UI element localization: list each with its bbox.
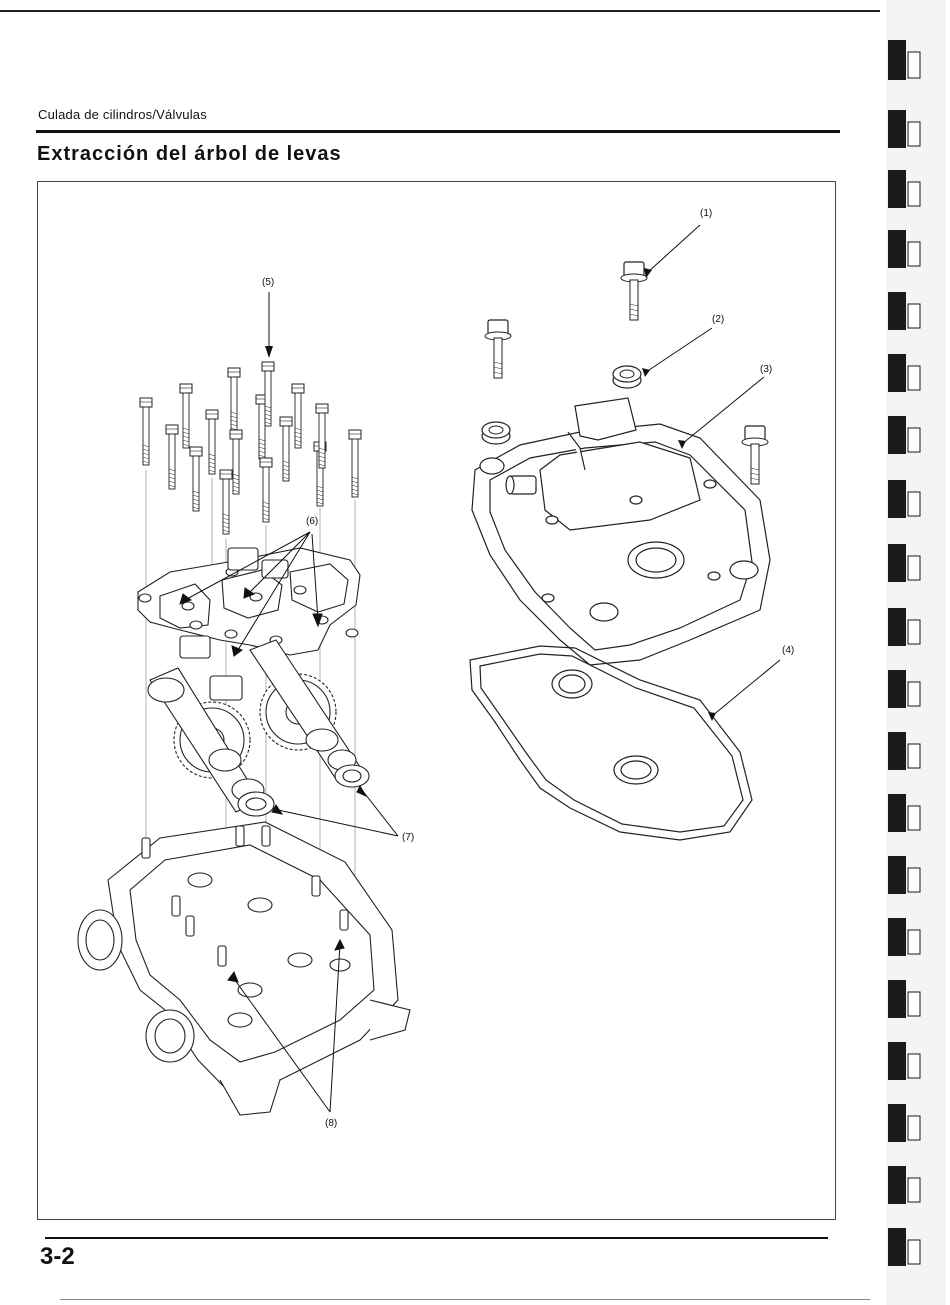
callout-5: (5) — [262, 277, 274, 288]
callout-1: (1) — [700, 208, 712, 219]
callout-arrows-7 — [272, 786, 398, 836]
callout-4: (4) — [782, 645, 794, 656]
callout-6: (6) — [306, 516, 318, 527]
cylinder-head — [78, 822, 410, 1115]
callout-3: (3) — [760, 364, 772, 375]
comb-binding — [878, 0, 950, 1305]
callout-2: (2) — [712, 314, 724, 325]
bottom-edge-rule — [60, 1299, 870, 1300]
footer-rule — [45, 1237, 828, 1239]
page-number: 3-2 — [40, 1243, 75, 1271]
cylinder-head-cover — [472, 398, 770, 665]
callout-8: (8) — [325, 1118, 337, 1129]
camshafts — [148, 640, 369, 816]
cam-holder-bolts — [140, 362, 361, 534]
callout-7: (7) — [402, 832, 414, 843]
cover-gasket — [470, 646, 752, 840]
